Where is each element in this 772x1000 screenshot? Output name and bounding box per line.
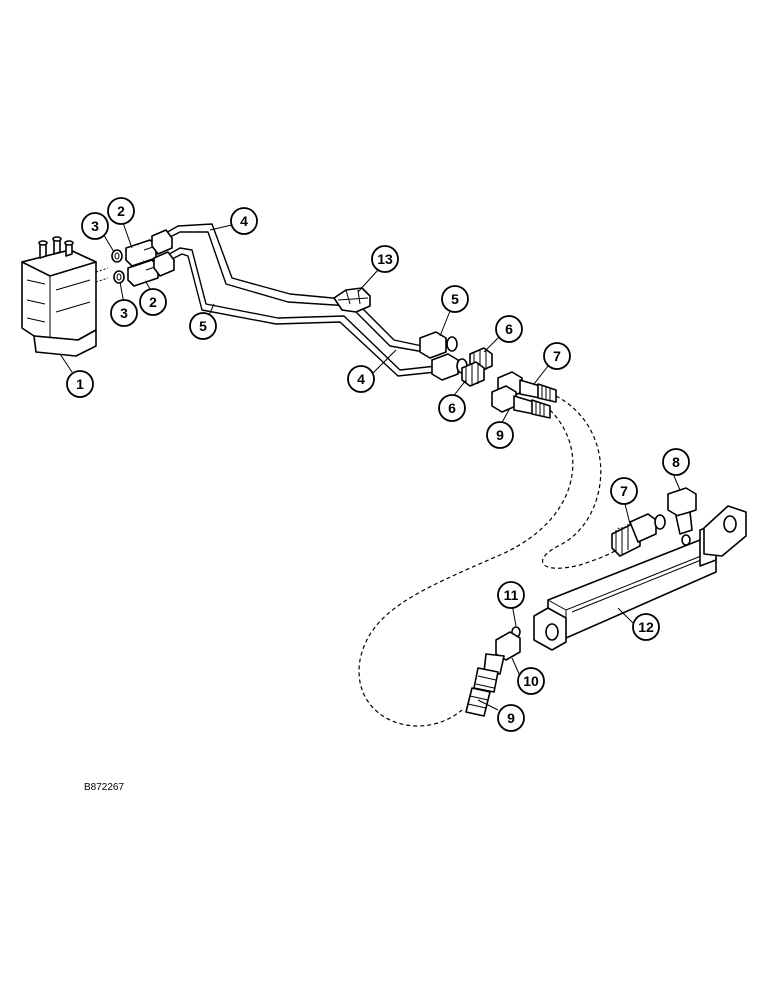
svg-text:2: 2: [149, 294, 157, 310]
callout-4-lower: 4: [347, 365, 375, 393]
hose-end-lower: [491, 385, 551, 419]
callout-9-upper: 9: [486, 421, 514, 449]
svg-text:9: 9: [507, 710, 515, 726]
svg-text:4: 4: [357, 371, 365, 387]
svg-text:5: 5: [451, 291, 459, 307]
svg-text:1: 1: [76, 376, 84, 392]
o-ring-upper: [111, 249, 123, 263]
callout-1: 1: [66, 370, 94, 398]
control-valve: [21, 236, 109, 357]
svg-text:5: 5: [199, 318, 207, 334]
adapter-fitting-lower: [127, 259, 159, 287]
svg-text:11: 11: [504, 587, 519, 603]
svg-text:9: 9: [496, 427, 504, 443]
callout-2-lower: 2: [139, 288, 167, 316]
svg-text:13: 13: [377, 251, 393, 267]
callout-13: 13: [371, 245, 399, 273]
tube-line-5: [153, 247, 437, 377]
callout-11: 11: [497, 581, 525, 609]
svg-text:3: 3: [120, 305, 128, 321]
svg-text:3: 3: [91, 218, 99, 234]
svg-text:6: 6: [448, 400, 456, 416]
hose-end-rod: [611, 513, 666, 557]
callout-3-upper: 3: [81, 212, 109, 240]
callout-8: 8: [662, 448, 690, 476]
adapter-6-lower: [461, 361, 485, 387]
svg-text:2: 2: [117, 203, 125, 219]
svg-text:4: 4: [240, 213, 248, 229]
elbow-adapter: [483, 631, 521, 675]
callout-9-lower: 9: [497, 704, 525, 732]
callout-4-upper: 4: [230, 207, 258, 235]
svg-text:6: 6: [505, 321, 513, 337]
svg-text:7: 7: [620, 483, 628, 499]
tube-clamp: [333, 287, 371, 313]
svg-text:12: 12: [638, 619, 654, 635]
callout-7-lower: 7: [610, 477, 638, 505]
callout-2-upper: 2: [107, 197, 135, 225]
callout-7-upper: 7: [543, 342, 571, 370]
callout-5-right: 5: [441, 285, 469, 313]
o-ring-lower: [113, 270, 125, 284]
tube-nut-4: [419, 331, 458, 359]
hydraulic-cylinder: [533, 505, 747, 651]
elbow-fitting: [667, 487, 697, 535]
callout-6-upper: 6: [495, 315, 523, 343]
callout-10: 10: [517, 667, 545, 695]
callout-3-lower: 3: [110, 299, 138, 327]
callout-12: 12: [632, 613, 660, 641]
svg-text:10: 10: [523, 673, 539, 689]
svg-text:7: 7: [553, 348, 561, 364]
callout-5-left: 5: [189, 312, 217, 340]
hose-end-base: [465, 667, 499, 717]
svg-text:8: 8: [672, 454, 680, 470]
tube-line-4: [151, 223, 425, 353]
callout-6-lower: 6: [438, 394, 466, 422]
figure-id: B872267: [84, 782, 124, 793]
